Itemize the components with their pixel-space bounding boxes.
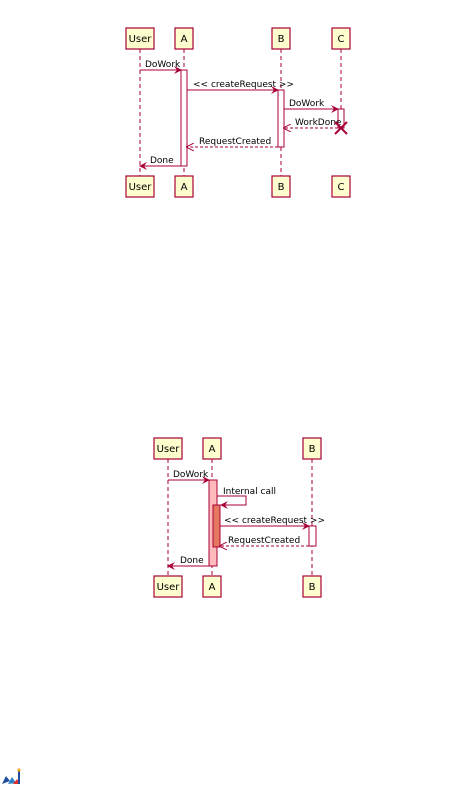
message-label: RequestCreated — [228, 536, 300, 546]
message-label: DoWork — [173, 470, 209, 480]
participant-label: C — [338, 182, 345, 193]
participant-b-top: B — [271, 27, 291, 50]
message-label: << createRequest >> — [224, 516, 325, 526]
participant-b-bottom: B — [271, 175, 291, 198]
participant-a-top: A — [202, 437, 222, 460]
destroy-cross-icon — [334, 121, 348, 135]
participant-label: A — [181, 182, 188, 193]
participant-label: B — [309, 582, 316, 593]
participant-user-bottom: User — [153, 575, 183, 598]
diagram-2: User A B DoWork Internal call << createR… — [153, 437, 325, 598]
participant-user-top: User — [125, 27, 155, 50]
activation-b — [308, 525, 317, 547]
message-label: DoWork — [145, 60, 181, 70]
activation-a — [180, 69, 188, 167]
participant-label: User — [129, 34, 153, 45]
participant-user-top: User — [153, 437, 183, 460]
participant-label: User — [129, 182, 153, 193]
plantuml-logo-icon — [2, 768, 21, 784]
participant-label: B — [309, 444, 316, 455]
participant-a-top: A — [174, 27, 194, 50]
participant-a-bottom: A — [174, 175, 194, 198]
participant-label: B — [278, 34, 285, 45]
participant-label: A — [209, 582, 216, 593]
message-label: WorkDone — [295, 118, 342, 128]
activation-b — [277, 89, 285, 148]
self-message-arrow — [217, 495, 247, 509]
participant-label: C — [338, 34, 345, 45]
activation-a-nested — [212, 504, 221, 548]
participant-label: User — [157, 582, 181, 593]
message-label: << createRequest >> — [193, 80, 294, 90]
participant-label: B — [278, 182, 285, 193]
diagram-1: User A B C DoWork << createRequest >> Do… — [125, 27, 351, 198]
participant-label: A — [209, 444, 216, 455]
participant-user-bottom: User — [125, 175, 155, 198]
message-label: RequestCreated — [199, 137, 271, 147]
participant-b-top: B — [302, 437, 322, 460]
message-label: DoWork — [289, 99, 325, 109]
participant-label: A — [181, 34, 188, 45]
participant-a-bottom: A — [202, 575, 222, 598]
participant-c-bottom: C — [331, 175, 351, 198]
message-label: Done — [180, 556, 204, 566]
participant-b-bottom: B — [302, 575, 322, 598]
message-label: Internal call — [223, 487, 276, 497]
participant-c-top: C — [331, 27, 351, 50]
participant-label: User — [157, 444, 181, 455]
message-label: Done — [150, 156, 174, 166]
